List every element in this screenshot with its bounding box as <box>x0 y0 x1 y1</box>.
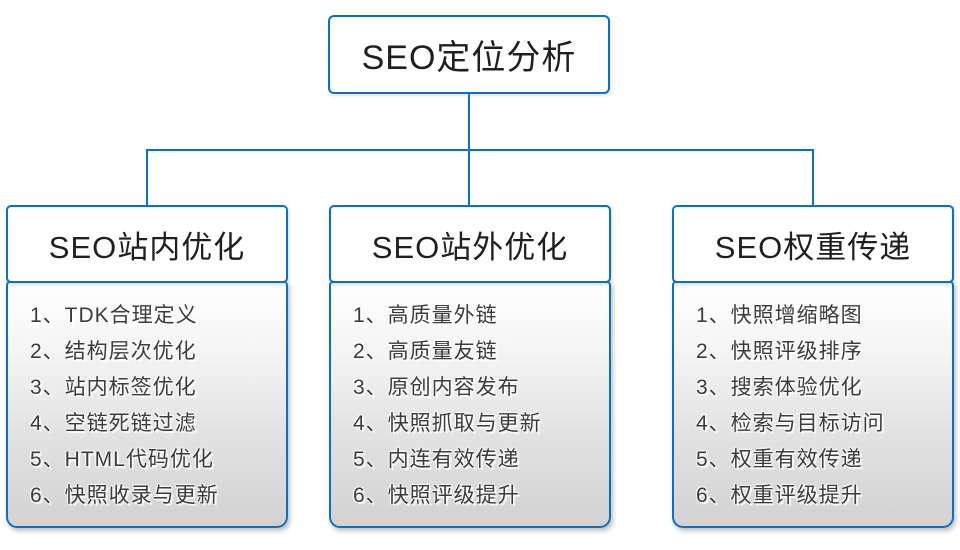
branch-panel-weight: 1、快照增缩略图 2、快照评级排序 3、搜索体验优化 4、检索与目标访问 5、权… <box>672 281 954 528</box>
branch-item: 5、内连有效传递 <box>353 448 520 471</box>
root-node-label: SEO定位分析 <box>361 39 577 77</box>
branch-item: 2、结构层次优化 <box>30 340 197 363</box>
branch-item: 3、站内标签优化 <box>30 376 197 399</box>
branch-column-weight: SEO权重传递 1、快照增缩略图 2、快照评级排序 3、搜索体验优化 4、检索与… <box>672 205 954 528</box>
branch-item: 4、快照抓取与更新 <box>353 412 542 435</box>
branch-column-offsite: SEO站外优化 1、高质量外链 2、高质量友链 3、原创内容发布 4、快照抓取与… <box>329 205 611 528</box>
branch-header-label: SEO站外优化 <box>371 229 569 265</box>
branch-item: 4、空链死链过滤 <box>30 412 197 435</box>
branch-header-onsite: SEO站内优化 <box>6 205 288 283</box>
connector-root-vertical <box>468 93 470 151</box>
root-node: SEO定位分析 <box>328 15 610 94</box>
branch-panel-onsite: 1、TDK合理定义 2、结构层次优化 3、站内标签优化 4、空链死链过滤 5、H… <box>6 281 288 528</box>
branch-item: 2、快照评级排序 <box>696 340 863 363</box>
branch-item: 3、原创内容发布 <box>353 376 520 399</box>
connector-right-vertical <box>812 150 814 206</box>
branch-item: 5、权重有效传递 <box>696 448 863 471</box>
branch-item: 6、快照收录与更新 <box>30 484 219 507</box>
branch-item: 4、检索与目标访问 <box>696 412 885 435</box>
branch-item: 6、权重评级提升 <box>696 484 863 507</box>
connector-left-vertical <box>146 150 148 206</box>
branch-item: 2、高质量友链 <box>353 340 498 363</box>
branch-header-label: SEO站内优化 <box>48 229 246 265</box>
branch-item: 6、快照评级提升 <box>353 484 520 507</box>
connector-horizontal <box>146 149 814 151</box>
branch-item: 1、高质量外链 <box>353 304 498 327</box>
branch-item: 5、HTML代码优化 <box>30 448 214 471</box>
branch-item: 3、搜索体验优化 <box>696 376 863 399</box>
branch-header-weight: SEO权重传递 <box>672 205 954 283</box>
branch-header-label: SEO权重传递 <box>714 229 912 265</box>
branch-column-onsite: SEO站内优化 1、TDK合理定义 2、结构层次优化 3、站内标签优化 4、空链… <box>6 205 288 528</box>
branch-item: 1、快照增缩略图 <box>696 304 863 327</box>
connector-middle-vertical <box>468 150 470 206</box>
branch-panel-offsite: 1、高质量外链 2、高质量友链 3、原创内容发布 4、快照抓取与更新 5、内连有… <box>329 281 611 528</box>
branch-item: 1、TDK合理定义 <box>30 304 198 327</box>
branch-header-offsite: SEO站外优化 <box>329 205 611 283</box>
